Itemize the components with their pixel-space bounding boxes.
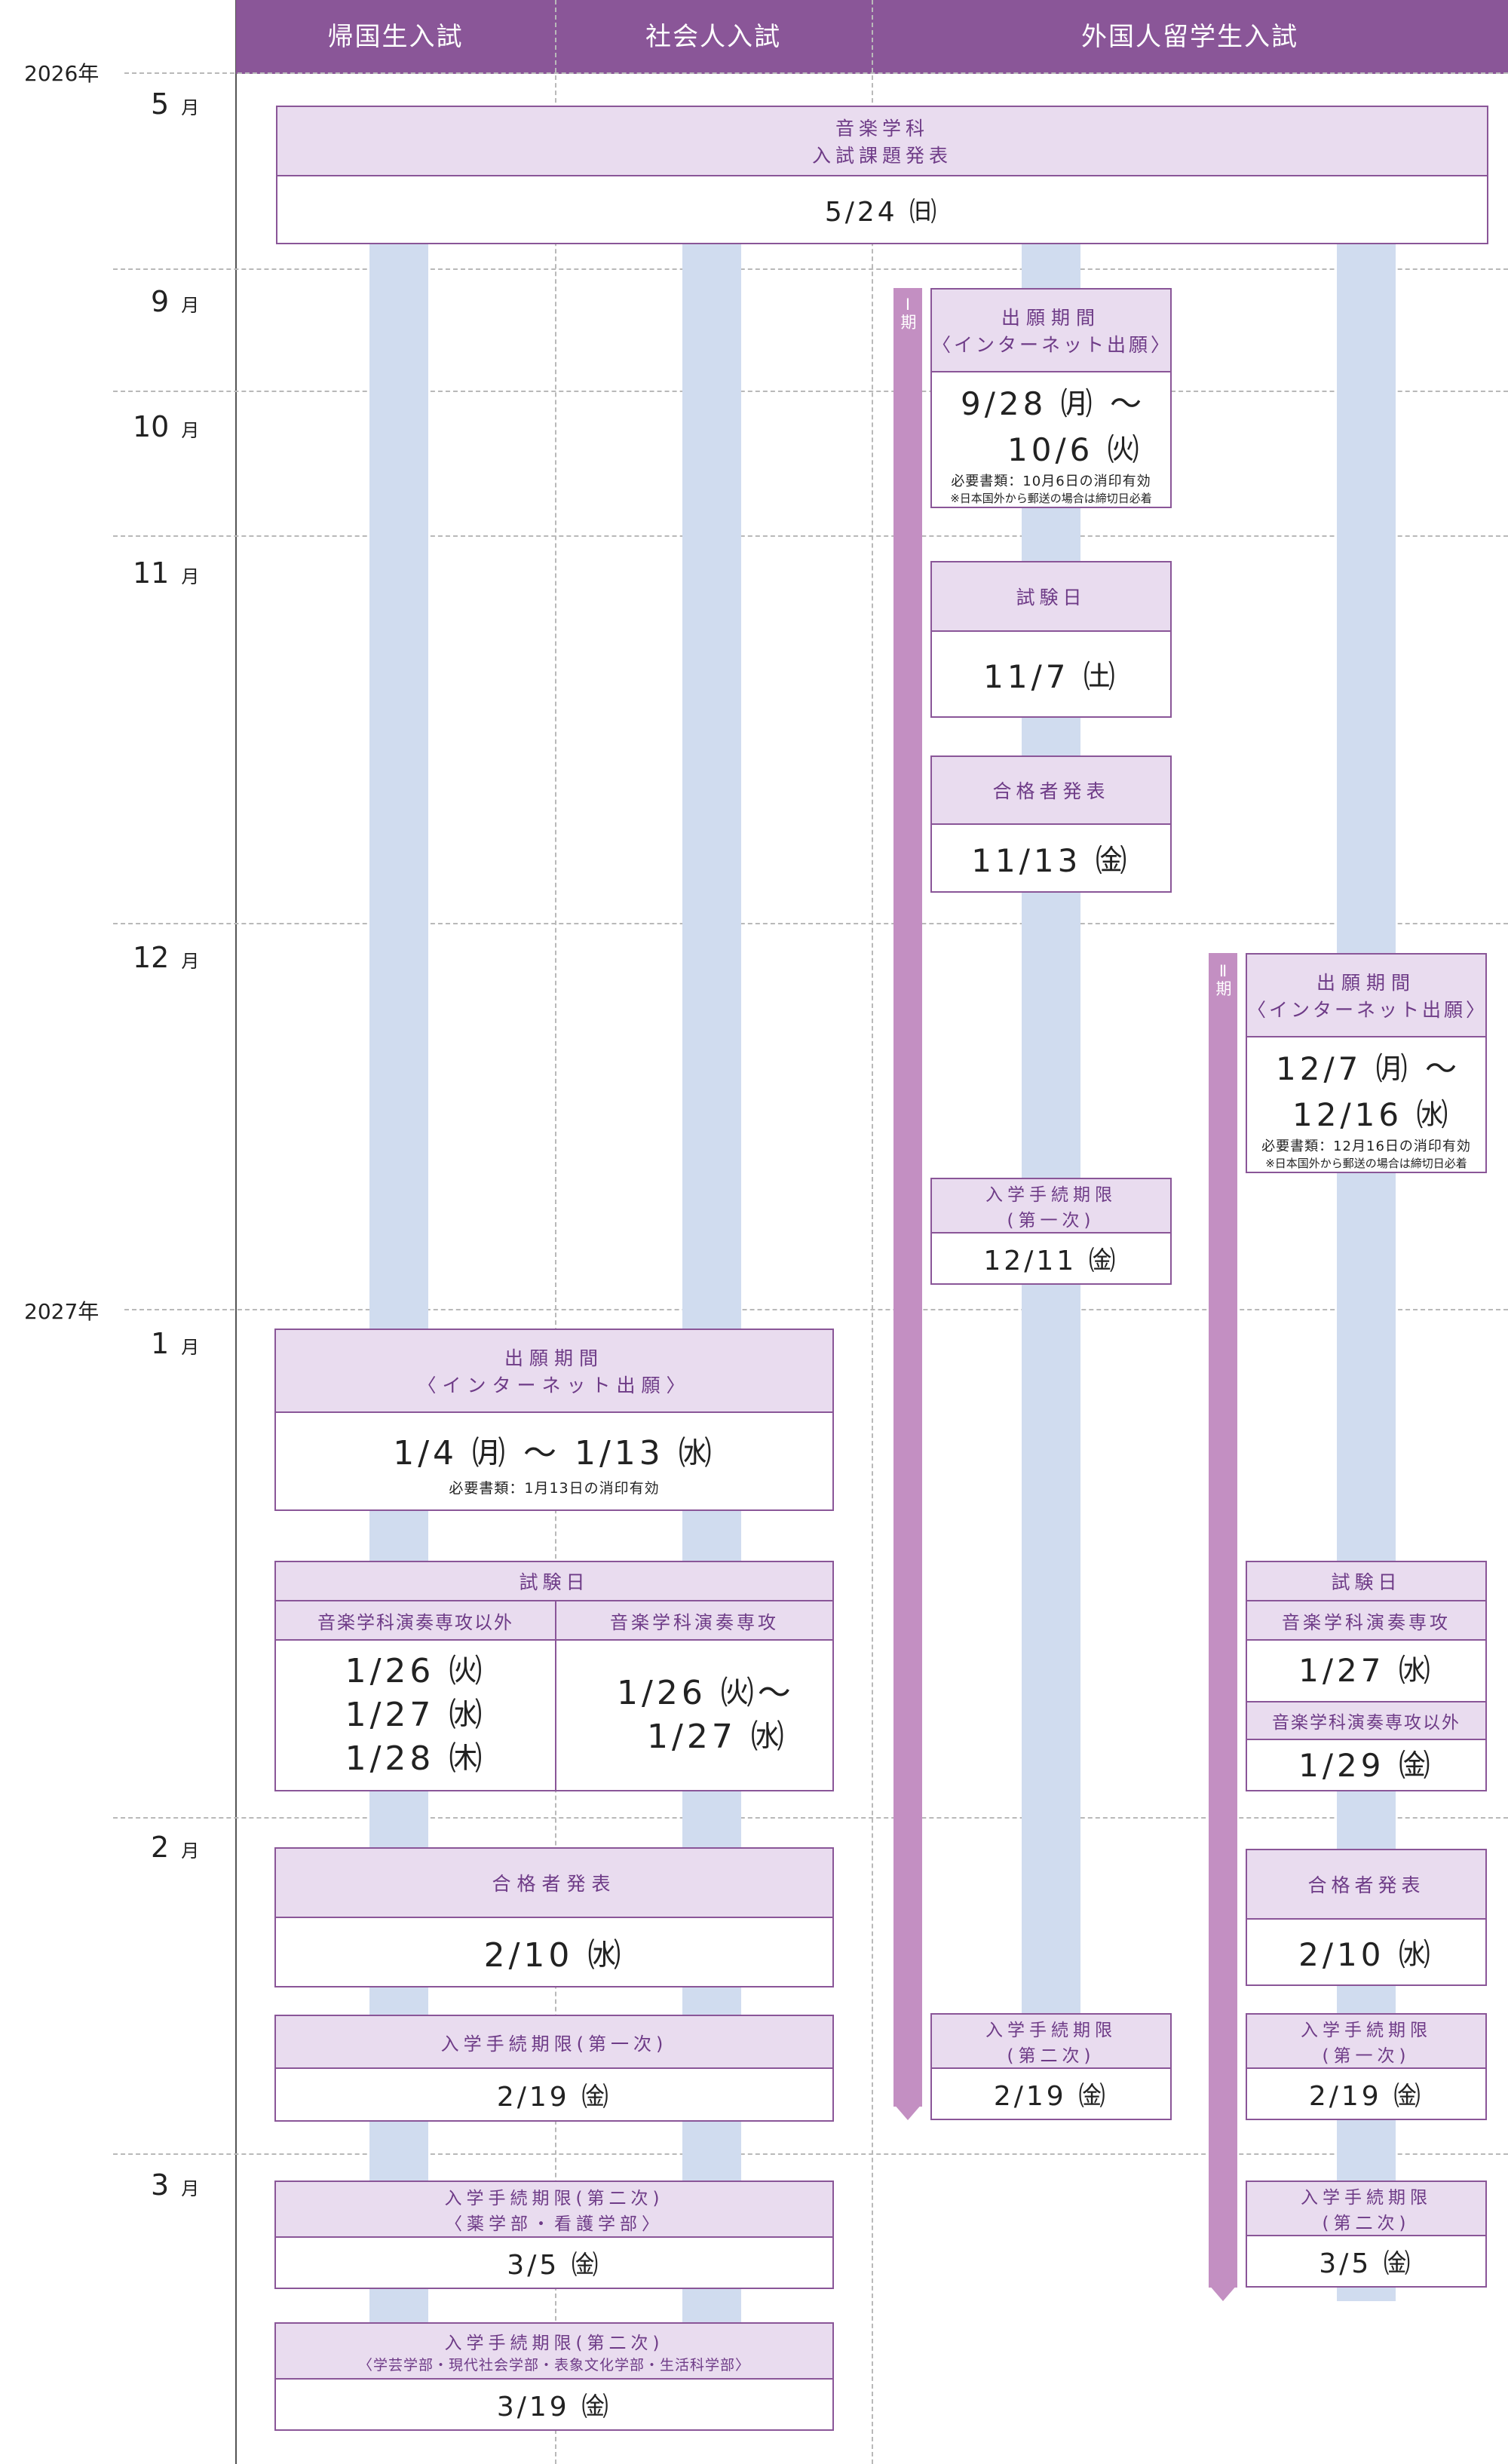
common-exam-box: 試験日 音楽学科演奏専攻以外 音楽学科演奏専攻 1/26 ㈫ 1/27 ㈬ 1/…: [274, 1561, 834, 1791]
band-returnee: [369, 243, 428, 2322]
music-announcement-box: 音楽学科 入試課題発表 5/24 ㈰: [276, 106, 1488, 244]
common-exam-divider: [555, 1641, 556, 1790]
common-exam-sub-right: 音楽学科演奏専攻: [555, 1601, 832, 1641]
intl2-proc1-label: 入学手続期限 (第一次): [1247, 2015, 1485, 2069]
phase1-label: Ⅰ期: [899, 296, 917, 329]
intl2-exam-sub2: 音楽学科演奏専攻以外: [1247, 1701, 1485, 1740]
common-exam-label: 試験日: [276, 1562, 832, 1601]
common-proc2a-box: 入学手続期限(第二次) 〈薬学部・看護学部〉 3/5 ㈮: [274, 2181, 834, 2289]
row-line-dec: [113, 923, 1508, 924]
common-proc1-box: 入学手続期限(第一次) 2/19 ㈮: [274, 2015, 834, 2122]
phase2-label: Ⅱ期: [1214, 962, 1232, 996]
year-2026: 2026年: [24, 61, 100, 86]
common-pass-box: 合格者発表 2/10 ㈬: [274, 1847, 834, 1987]
intl1-proc2-box: 入学手続期限 (第二次) 2/19 ㈮: [930, 2013, 1172, 2120]
intl1-exam-date: 11/7 ㈯: [983, 657, 1119, 695]
intl2-apply-label: 出願期間 〈インターネット出願〉: [1247, 955, 1485, 1037]
intl1-exam-box: 試験日 11/7 ㈯: [930, 561, 1172, 718]
row-line-may: [124, 72, 1508, 74]
intl2-pass-label: 合格者発表: [1247, 1850, 1485, 1920]
common-apply-label: 出願期間 〈インターネット出願〉: [276, 1330, 832, 1413]
intl2-pass-box: 合格者発表 2/10 ㈬: [1246, 1849, 1487, 1986]
column-divider-2: [872, 0, 873, 2464]
intl1-apply-label: 出願期間 〈インターネット出願〉: [932, 290, 1170, 372]
intl1-proc2-label: 入学手続期限 (第二次): [932, 2015, 1170, 2069]
intl2-exam-date2: 1/29 ㈮: [1298, 1747, 1434, 1784]
common-exam-left-dates: 1/26 ㈫ 1/27 ㈬ 1/28 ㈭: [345, 1652, 486, 1778]
header-returnee: 帰国生入試: [327, 22, 464, 52]
row-line-jan: [124, 1309, 1508, 1310]
intl2-apply-box: 出願期間 〈インターネット出願〉 12/7 ㈪ ～ 12/16 ㈬ 必要書類：1…: [1246, 953, 1487, 1173]
intl1-proc2-date: 2/19 ㈮: [993, 2081, 1109, 2112]
phase2-arrow-icon: [1209, 2285, 1237, 2301]
band-intl-phase2: [1337, 243, 1396, 2301]
common-proc2a-date: 3/5 ㈮: [507, 2250, 602, 2281]
intl1-exam-label: 試験日: [932, 562, 1170, 632]
timeline-left-border: [235, 0, 237, 2464]
intl2-exam-sub1: 音楽学科演奏専攻: [1247, 1601, 1485, 1641]
common-proc2a-label: 入学手続期限(第二次) 〈薬学部・看護学部〉: [276, 2182, 832, 2238]
intl2-exam-label: 試験日: [1247, 1562, 1485, 1601]
year-2027: 2027年: [24, 1299, 100, 1324]
common-exam-right-dates: 1/26 ㈫～ 1/27 ㈬: [617, 1674, 795, 1756]
phase2-bar: [1209, 953, 1237, 2288]
intl1-proc1-label: 入学手続期限 (第一次): [932, 1179, 1170, 1234]
intl2-proc1-date: 2/19 ㈮: [1308, 2081, 1424, 2112]
row-line-feb: [113, 1817, 1508, 1819]
common-proc1-label: 入学手続期限(第一次): [276, 2016, 832, 2069]
intl2-exam-date1: 1/27 ㈬: [1298, 1652, 1434, 1689]
intl1-proc1-date: 12/11 ㈮: [983, 1246, 1119, 1276]
intl2-exam-box: 試験日 音楽学科演奏専攻 1/27 ㈬ 音楽学科演奏専攻以外 1/29 ㈮: [1246, 1561, 1487, 1791]
header-working-adult: 社会人入試: [645, 22, 781, 52]
intl1-pass-date: 11/13 ㈮: [971, 841, 1131, 879]
intl2-apply-dates: 12/7 ㈪ ～ 12/16 ㈬ 必要書類：12月16日の消印有効 ※日本国外か…: [1261, 1050, 1471, 1170]
common-proc2b-date: 3/19 ㈮: [496, 2392, 612, 2423]
intl1-proc1-box: 入学手続期限 (第一次) 12/11 ㈮: [930, 1178, 1172, 1285]
header-international: 外国人留学生入試: [1081, 22, 1298, 52]
intl2-proc2-box: 入学手続期限 (第二次) 3/5 ㈮: [1246, 2181, 1487, 2288]
common-proc2b-box: 入学手続期限(第二次) 〈学芸学部・現代社会学部・表象文化学部・生活科学部〉 3…: [274, 2322, 834, 2431]
intl1-pass-label: 合格者発表: [932, 757, 1170, 825]
phase1-arrow-icon: [893, 2104, 922, 2120]
common-exam-sub-left: 音楽学科演奏専攻以外: [276, 1601, 555, 1641]
band-working-adult: [682, 243, 741, 2322]
intl2-proc2-label: 入学手続期限 (第二次): [1247, 2182, 1485, 2236]
common-proc1-date: 2/19 ㈮: [496, 2082, 612, 2113]
common-pass-label: 合格者発表: [276, 1849, 832, 1918]
row-line-sep: [113, 268, 1508, 270]
intl1-pass-box: 合格者発表 11/13 ㈮: [930, 755, 1172, 893]
music-announcement-label: 音楽学科 入試課題発表: [277, 107, 1487, 176]
common-apply-dates: 1/4 ㈪ ～ 1/13 ㈬ 必要書類：1月13日の消印有効: [393, 1433, 716, 1497]
common-pass-date: 2/10 ㈬: [483, 1936, 625, 1975]
intl2-proc2-date: 3/5 ㈮: [1319, 2248, 1414, 2279]
intl1-apply-box: 出願期間 〈インターネット出願〉 9/28 ㈪ ～ 10/6 ㈫ 必要書類：10…: [930, 288, 1172, 508]
phase1-bar: [893, 288, 922, 2107]
music-announcement-date: 5/24 ㈰: [824, 197, 940, 228]
common-proc2b-label: 入学手続期限(第二次) 〈学芸学部・現代社会学部・表象文化学部・生活科学部〉: [276, 2324, 832, 2380]
common-apply-box: 出願期間 〈インターネット出願〉 1/4 ㈪ ～ 1/13 ㈬ 必要書類：1月1…: [274, 1329, 834, 1511]
intl2-proc1-box: 入学手続期限 (第一次) 2/19 ㈮: [1246, 2013, 1487, 2120]
intl2-pass-date: 2/10 ㈬: [1298, 1935, 1434, 1973]
column-divider-1: [555, 0, 556, 2464]
intl1-apply-dates: 9/28 ㈪ ～ 10/6 ㈫ 必要書類：10月6日の消印有効 ※日本国外から郵…: [950, 385, 1152, 505]
row-line-oct: [113, 391, 1508, 392]
row-line-nov: [113, 535, 1508, 537]
row-line-mar: [113, 2153, 1508, 2155]
